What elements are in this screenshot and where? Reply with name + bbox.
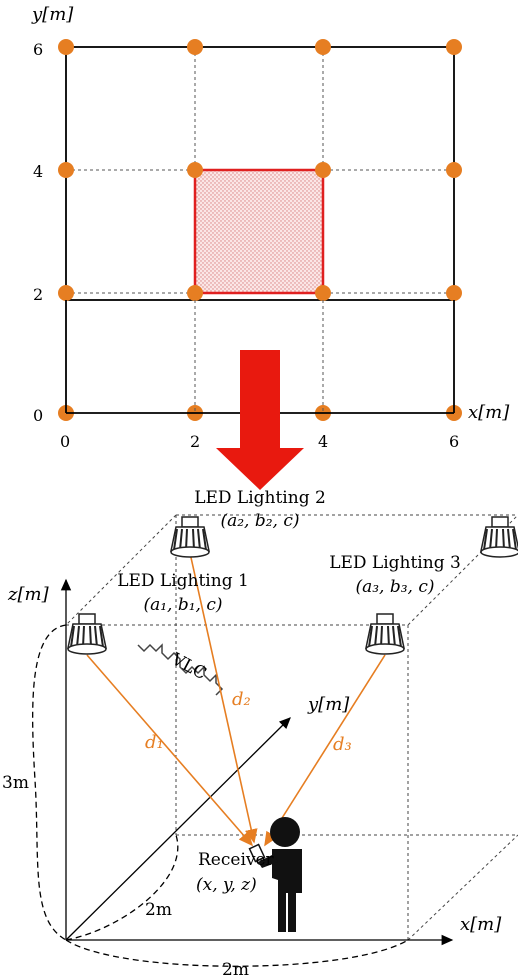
led3-name: LED Lighting 3 bbox=[329, 553, 461, 573]
vlc-wave bbox=[137, 643, 224, 696]
led2-coord: (a₂, b₂, c) bbox=[220, 511, 299, 531]
d1-label: d₁ bbox=[145, 732, 164, 753]
d2-label: d₂ bbox=[232, 689, 251, 710]
depth-label: 2m bbox=[145, 900, 172, 920]
d3-label: d₃ bbox=[333, 734, 352, 755]
y-axis-label-3d: y[m] bbox=[307, 694, 350, 715]
led2-name: LED Lighting 2 bbox=[194, 488, 326, 508]
y-tick-2: 2 bbox=[33, 285, 43, 304]
height-label: 3m bbox=[2, 773, 29, 793]
led1-name: LED Lighting 1 bbox=[117, 571, 249, 591]
led-lamp-4 bbox=[480, 516, 518, 558]
width-label: 2m bbox=[222, 960, 249, 978]
top-x-axis-label: x[m] bbox=[468, 402, 510, 423]
x-tick-0: 0 bbox=[60, 432, 70, 451]
ray-d1 bbox=[86, 654, 254, 847]
y-tick-0: 0 bbox=[33, 406, 43, 425]
ray-d2 bbox=[189, 552, 258, 844]
y-tick-4: 4 bbox=[33, 162, 43, 181]
led-lamp-3 bbox=[365, 613, 405, 655]
x-tick-4: 4 bbox=[318, 432, 328, 451]
led-dots bbox=[58, 39, 462, 421]
led1-coord: (a₁, b₁, c) bbox=[143, 595, 222, 615]
top-grid: y[m] x[m] 6 4 2 0 0 2 4 6 bbox=[31, 4, 510, 451]
y-tick-6: 6 bbox=[33, 40, 43, 59]
depth-bracket bbox=[65, 834, 179, 941]
room-dashed-box bbox=[65, 514, 518, 941]
receiver-label: Receiver bbox=[198, 850, 275, 870]
top-y-axis-label: y[m] bbox=[31, 4, 74, 25]
transition-arrow bbox=[216, 350, 304, 490]
receiver-coord: (x, y, z) bbox=[196, 875, 257, 895]
highlight-square bbox=[193, 168, 325, 295]
receiver-person-icon bbox=[248, 817, 302, 932]
width-bracket bbox=[65, 939, 409, 967]
height-bracket bbox=[32, 624, 67, 941]
led3-coord: (a₃, b₃, c) bbox=[355, 577, 434, 597]
y-axis bbox=[65, 717, 291, 941]
z-axis-label: z[m] bbox=[7, 584, 50, 605]
x-axis-label-3d: x[m] bbox=[460, 914, 502, 935]
x-tick-2: 2 bbox=[190, 432, 200, 451]
led-lamp-2 bbox=[170, 516, 210, 558]
ray-d3 bbox=[264, 654, 386, 847]
room-diagram: LED Lighting 2 (a₂, b₂, c) LED Lighting … bbox=[2, 488, 518, 978]
led-lamp-1 bbox=[67, 613, 107, 655]
x-tick-6: 6 bbox=[449, 432, 459, 451]
